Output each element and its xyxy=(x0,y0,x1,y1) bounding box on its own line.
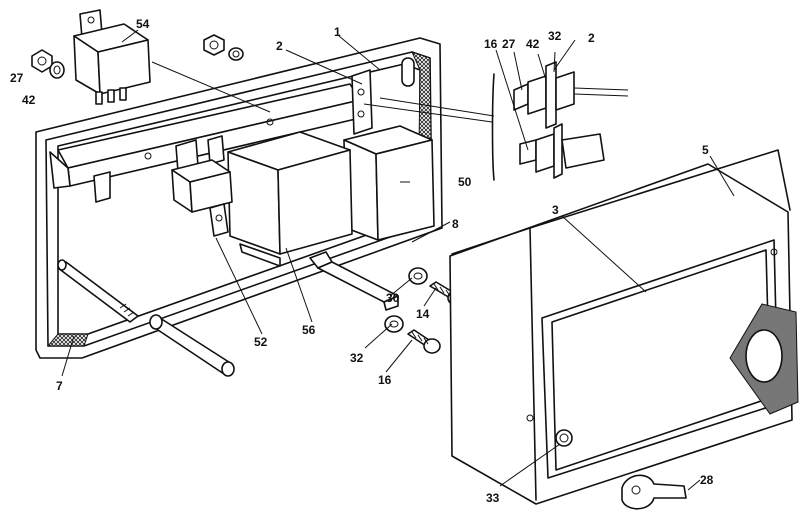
inset-detail xyxy=(363,61,629,181)
callout-28: 28 xyxy=(700,473,714,487)
relay-52 xyxy=(171,135,233,237)
leader-lines xyxy=(61,29,735,491)
callout-27-left: 27 xyxy=(10,71,24,85)
washer-32 xyxy=(384,315,404,333)
callout-5: 5 xyxy=(702,143,709,157)
callout-8: 8 xyxy=(452,217,459,231)
screw-16 xyxy=(407,329,441,354)
cover-screw-hole-33 xyxy=(555,429,573,447)
stud-long xyxy=(57,259,139,323)
blade-terminal xyxy=(309,251,399,311)
relay-54 xyxy=(73,9,151,105)
washer-30 xyxy=(408,267,428,285)
callout-32: 32 xyxy=(350,351,364,365)
callout-3: 3 xyxy=(552,203,559,217)
callout-54: 54 xyxy=(136,17,150,31)
relay-50 xyxy=(343,125,435,241)
callout-42-left: 42 xyxy=(22,93,36,107)
washer-42-left xyxy=(49,61,65,79)
callout-30: 30 xyxy=(386,291,400,305)
callout-33: 33 xyxy=(486,491,500,505)
callout-27-inset: 27 xyxy=(502,37,516,51)
callout-2-right: 2 xyxy=(588,31,595,45)
callout-52: 52 xyxy=(254,335,268,349)
clip-28 xyxy=(621,474,687,510)
gasket-strip-bottom xyxy=(46,333,89,347)
callout-32-inset: 32 xyxy=(548,29,562,43)
callout-labels: 1 2 2 3 5 7 8 14 16 16 27 27 28 30 32 32… xyxy=(10,17,714,505)
relay-56 xyxy=(227,131,353,267)
spacer-tube xyxy=(149,314,235,377)
nut-27-left xyxy=(31,49,53,73)
callout-16: 16 xyxy=(378,373,392,387)
callout-16-inset: 16 xyxy=(484,37,498,51)
cover xyxy=(449,149,799,505)
callout-42-inset: 42 xyxy=(526,37,540,51)
bracket-tab xyxy=(351,57,415,135)
callout-1: 1 xyxy=(334,25,341,39)
callout-2-left: 2 xyxy=(276,39,283,53)
callout-7: 7 xyxy=(56,379,63,393)
callout-14: 14 xyxy=(416,307,430,321)
callout-50: 50 xyxy=(458,175,472,189)
nut-top-center xyxy=(203,34,244,61)
callout-56: 56 xyxy=(302,323,316,337)
